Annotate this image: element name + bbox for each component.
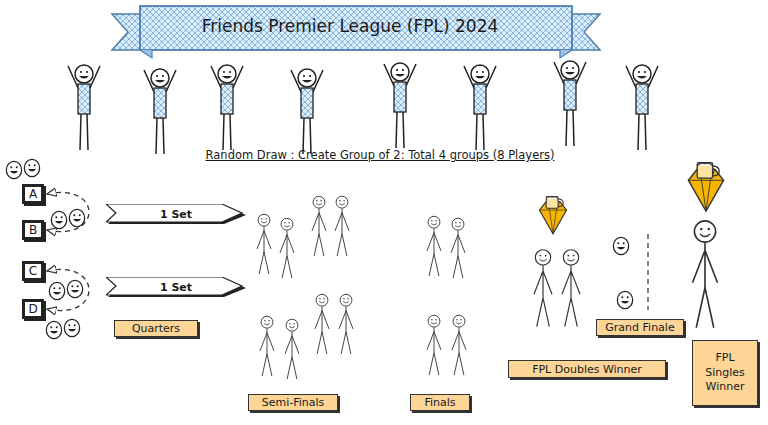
final-players: [427, 216, 466, 375]
group-box: D: [22, 299, 44, 319]
node-label: D: [28, 302, 37, 316]
player-faces: [6, 159, 84, 338]
stage-box: Semi-Finals: [248, 394, 338, 411]
group-box: C: [22, 261, 44, 281]
grand-finale-players: [613, 234, 648, 310]
set-arrow: 1 Set: [106, 277, 246, 297]
winner-box: FPL Singles Winner: [692, 340, 758, 406]
stage-box: Finals: [410, 394, 470, 411]
node-label: Quarters: [132, 322, 180, 335]
node-label: Grand Finale: [605, 321, 674, 334]
players-row: [68, 61, 658, 154]
subtitle-note: Random Draw : Create Group of 2: Total 4…: [190, 148, 570, 162]
node-label: FPL Doubles Winner: [532, 363, 642, 376]
stage-box: Quarters: [114, 320, 198, 337]
dashed-connector: [47, 192, 89, 231]
title-banner: [112, 6, 600, 58]
node-label: B: [29, 223, 37, 237]
semi-final-players: [257, 196, 353, 379]
group-box: B: [22, 220, 44, 240]
stage-box: Grand Finale: [596, 319, 684, 336]
winner-box: FPL Doubles Winner: [508, 360, 666, 378]
node-label: Finals: [424, 396, 455, 409]
node-label: Semi-Finals: [262, 396, 325, 409]
node-label: A: [29, 187, 37, 201]
singles-winner: [688, 163, 723, 328]
doubles-winners: [534, 196, 580, 326]
set-arrow: 1 Set: [106, 204, 246, 224]
dashed-connector: [47, 269, 89, 310]
node-label: 1 Set: [160, 208, 192, 221]
group-box: A: [22, 184, 44, 204]
title-text: Friends Premier League (FPL) 2024: [150, 16, 550, 36]
node-label: 1 Set: [160, 281, 192, 294]
node-label: C: [29, 264, 37, 278]
node-label: FPL Singles Winner: [696, 351, 754, 396]
